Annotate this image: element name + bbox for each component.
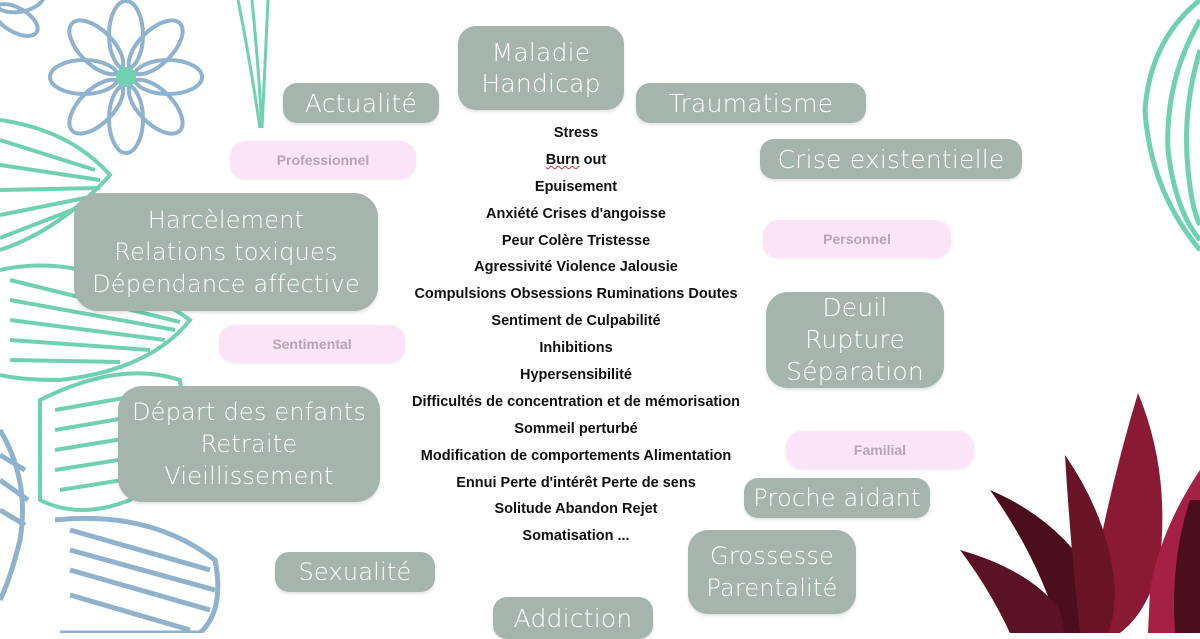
tag-sentimental: Sentimental	[219, 325, 405, 363]
symptom-item: Anxiété Crises d'angoisse	[486, 205, 666, 222]
symptom-item-part: out	[579, 151, 607, 168]
symptom-item: Agressivité Violence Jalousie	[474, 259, 678, 276]
category-grossesse-line: Parentalité	[706, 574, 838, 602]
category-depart-line: Retraite	[200, 430, 298, 458]
category-sexualite: Sexualité	[275, 552, 435, 592]
tag-personnel: Personnel	[763, 220, 951, 258]
category-actualite: Actualité	[283, 83, 439, 123]
symptom-item: Modification de comportements Alimentati…	[420, 447, 732, 464]
category-depart-line: Vieillissement	[164, 462, 334, 490]
symptom-item: Ennui Perte d'intérêt Perte de sens	[456, 474, 696, 491]
category-crise-label: Crise existentielle	[777, 144, 1005, 174]
category-proche-aidant: Proche aidant	[744, 478, 930, 518]
category-harcelement-line: Harcèlement	[147, 206, 305, 234]
category-grossesse-line: Grossesse	[710, 542, 834, 570]
category-crise-existentielle: Crise existentielle	[760, 139, 1022, 179]
category-harcelement-line: Dépendance affective	[92, 270, 360, 298]
category-proche-label: Proche aidant	[753, 484, 921, 512]
category-deuil-line: Séparation	[786, 357, 924, 386]
category-harcelement-line: Relations toxiques	[114, 238, 338, 266]
striped-leaf-icon	[1142, 0, 1200, 252]
symptom-item: Solitude Abandon Rejet	[494, 501, 658, 518]
symptom-item-part: Burn	[545, 151, 580, 168]
symptom-item: Burn out	[380, 149, 772, 176]
flower-icon	[48, 0, 204, 155]
category-addiction-label: Addiction	[513, 603, 633, 633]
category-maladie-line: Handicap	[481, 69, 601, 98]
symptom-item: Epuisement	[534, 178, 618, 195]
symptom-item: Hypersensibilité	[519, 367, 632, 384]
symptom-item: Compulsions Obsessions Ruminations Doute…	[414, 286, 738, 303]
symptom-item: Sommeil perturbé	[514, 420, 638, 437]
category-deuil-line: Deuil	[822, 293, 888, 322]
category-addiction: Addiction	[493, 597, 653, 639]
symptom-item: Difficultés de concentration et de mémor…	[412, 393, 740, 410]
category-traumatisme-label: Traumatisme	[668, 88, 834, 118]
red-lotus-icon	[960, 393, 1200, 633]
category-sexualite-label: Sexualité	[298, 558, 412, 586]
tag-professionnel: Professionnel	[230, 141, 416, 179]
category-depart-line: Départ des enfants	[131, 398, 367, 426]
symptom-item: Somatisation ...	[522, 528, 630, 545]
symptom-item: Peur Colère Tristesse	[501, 232, 651, 249]
category-deuil-line: Rupture	[804, 325, 906, 354]
tag-familial: Familial	[786, 431, 974, 469]
symptom-item: Stress	[553, 125, 599, 141]
category-actualite-label: Actualité	[304, 88, 418, 118]
category-maladie-line: Maladie	[491, 38, 591, 67]
symptom-list: Stress Burn out Epuisement Anxiété Crise…	[380, 122, 772, 552]
symptom-item: Inhibitions	[539, 340, 613, 357]
category-traumatisme: Traumatisme	[636, 83, 866, 123]
symptom-item: Sentiment de Culpabilité	[491, 313, 661, 330]
